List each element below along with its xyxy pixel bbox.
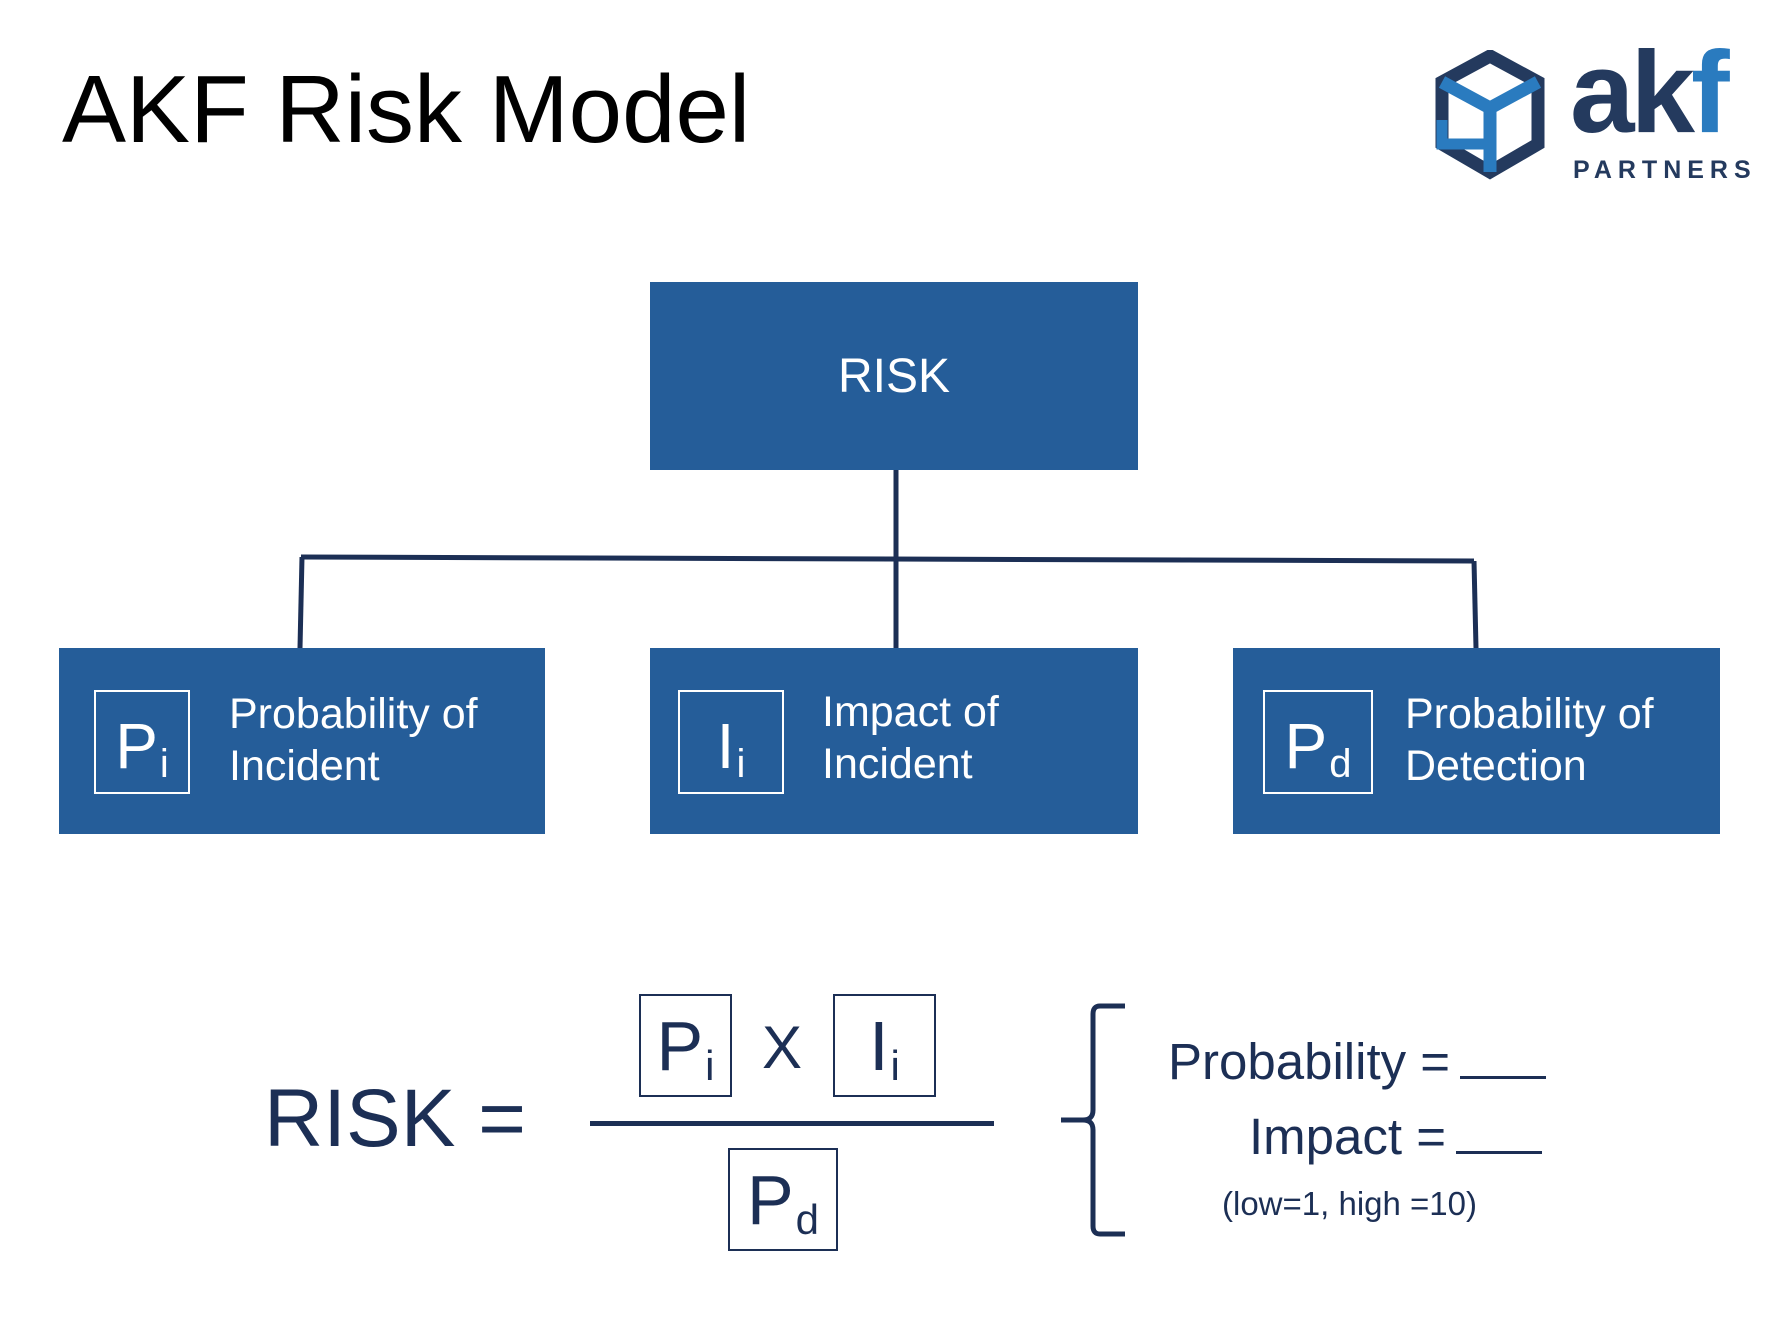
page-title: AKF Risk Model xyxy=(62,56,751,163)
node-label: Probability of Incident xyxy=(229,690,478,790)
impact-fill-line xyxy=(1456,1111,1543,1154)
logo-wordmark: akf xyxy=(1570,27,1730,157)
logo-subtitle: PARTNERS xyxy=(1573,156,1757,184)
fraction-bar xyxy=(590,1121,994,1126)
formula-lhs: RISK = xyxy=(264,1073,527,1164)
formula-times: X xyxy=(762,1014,803,1081)
risk-root-label: RISK xyxy=(837,349,951,403)
curly-brace-icon xyxy=(1061,1003,1125,1237)
akf-cube-logo-icon xyxy=(1435,50,1545,180)
risk-root-node: RISK xyxy=(650,282,1138,470)
probability-blank: Probability = xyxy=(1168,1036,1547,1087)
impact-blank: Impact = xyxy=(1249,1111,1543,1162)
node-label: Impact of Incident xyxy=(822,688,999,788)
probability-fill-line xyxy=(1460,1036,1547,1079)
scale-note: (low=1, high =10) xyxy=(1222,1185,1477,1222)
node-label: Probability of Detection xyxy=(1405,690,1654,790)
